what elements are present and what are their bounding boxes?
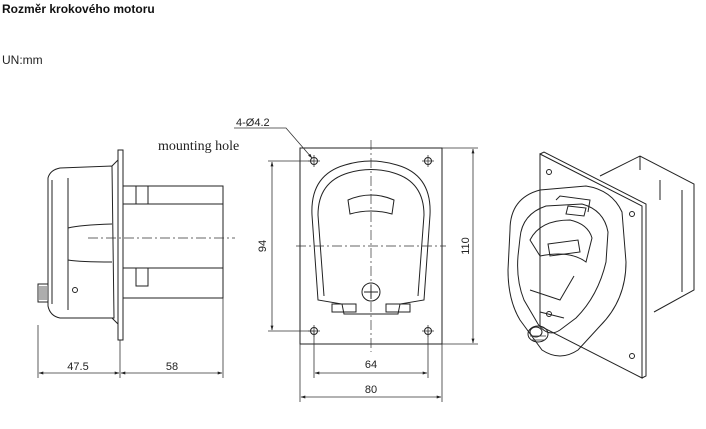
- hole-spec-label: 4-Ø4.2: [236, 117, 270, 129]
- side-view: [37, 149, 235, 378]
- page-title: Rozměr krokového motoru: [2, 2, 155, 16]
- dim-plate-height: 110: [460, 237, 472, 255]
- units-label: UN:mm: [2, 53, 43, 67]
- front-view: [234, 127, 478, 402]
- dim-plate-width: 80: [365, 384, 377, 396]
- dim-hole-vertical: 94: [257, 240, 269, 252]
- dim-side-depth: 47.5: [67, 361, 88, 373]
- dim-hole-horizontal: 64: [365, 359, 377, 371]
- isometric-view: [507, 151, 695, 379]
- dim-motor-length: 58: [166, 361, 178, 373]
- mounting-hole-label: mounting hole: [158, 139, 239, 154]
